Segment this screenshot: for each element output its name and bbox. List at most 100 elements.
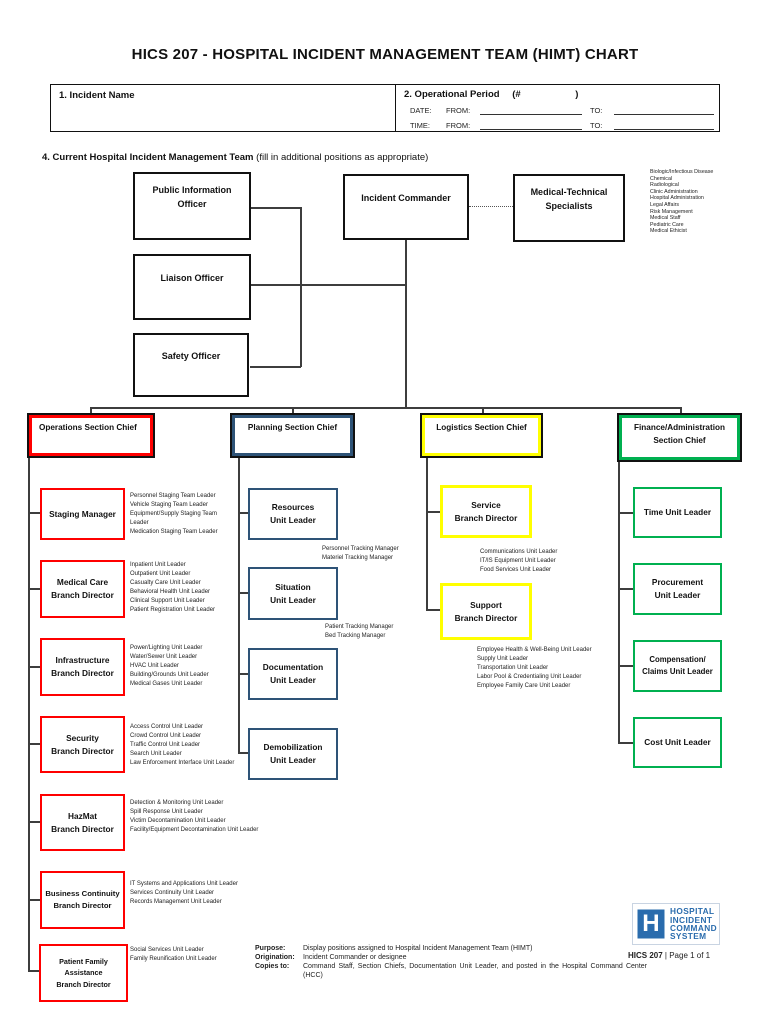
unit-list-item: Crowd Control Unit Leader (130, 733, 202, 739)
incident-name-cell[interactable]: 1. Incident Name (51, 85, 396, 131)
org-box-incident-commander: Incident Commander (343, 174, 469, 240)
connector-line (426, 458, 428, 611)
org-box-label: Logistics Section Chief (436, 423, 527, 432)
hics-logo: H HOSPITAL INCIDENT COMMAND SYSTEM (632, 903, 720, 945)
unit-list-item: Medical Staff (650, 215, 681, 222)
org-box-planning-section-chief: Planning Section Chief (230, 413, 355, 458)
connector-line (618, 742, 633, 744)
unit-list-item: Radiological (650, 182, 679, 189)
org-box-label: Unit Leader (654, 590, 701, 600)
unit-list-item: Clinic Administration (650, 188, 698, 195)
unit-list-item: Outpatient Unit Leader (130, 571, 191, 577)
unit-list-item: Pediatric Care (650, 221, 684, 228)
hics-logo-h-icon: H (635, 907, 667, 941)
org-box-inner-border: Logistics Section Chief (422, 415, 541, 456)
connector-line (28, 588, 40, 590)
section-4-heading-note: (fill in additional positions as appropr… (253, 152, 429, 163)
org-box-label: Section Chief (653, 435, 706, 445)
unit-list-item: Supply Unit Leader (477, 656, 529, 662)
unit-list-item: Law Enforcement Interface Unit Leader (130, 760, 235, 766)
org-box-label: Unit Leader (270, 755, 316, 765)
org-box-label: Incident Commander (361, 193, 451, 204)
origination-text: Incident Commander or designee (303, 954, 407, 961)
org-box-label: Public Information (152, 185, 232, 196)
connector-line (238, 458, 240, 754)
org-box-label: Procurement (651, 577, 704, 588)
org-box-label: Patient Family Assistance (59, 957, 108, 978)
unit-list-item: HVAC Unit Leader (130, 663, 179, 669)
unit-list-item: Records Management Unit Leader (130, 899, 222, 905)
unit-list-item: Legal Affairs (650, 201, 680, 208)
org-box-label: Branch Director (56, 979, 111, 989)
page-title: HICS 207 - HOSPITAL INCIDENT MANAGEMENT … (131, 46, 639, 63)
org-box-label: Time Unit Leader (643, 507, 712, 518)
unit-list-item: Inpatient Unit Leader (130, 562, 186, 568)
org-box-label: Claims Unit Leader (642, 667, 713, 676)
org-box-label: Branch Director (454, 612, 518, 623)
org-box-label: Situation (275, 581, 311, 592)
org-box-label: Business Continuity (45, 889, 120, 899)
connector-line (90, 407, 92, 414)
connector-line (238, 673, 248, 675)
date-to-field[interactable] (614, 107, 714, 115)
unit-list-item: Chemical (650, 175, 673, 182)
connector-line (251, 207, 301, 209)
org-box-label: Security (66, 732, 99, 743)
connector-line (300, 207, 302, 367)
org-box-label: Branch Director (51, 668, 114, 678)
copies-to-text: Command Staff, Section Chiefs, Documenta… (303, 963, 647, 979)
unit-list-item: Water/Sewer Unit Leader (130, 654, 198, 660)
org-box-label: Medical-Technical (530, 187, 608, 198)
unit-list-item: Medication Staging Team Leader (130, 529, 218, 535)
unit-list-item: Food Services Unit Leader (480, 567, 552, 573)
org-box-label: HazMat (67, 810, 98, 821)
unit-list-item: Behavioral Health Unit Leader (130, 589, 211, 595)
time-to-field[interactable] (614, 122, 714, 130)
connector-line (292, 407, 294, 414)
unit-list-item: Power/Lighting Unit Leader (130, 645, 203, 651)
org-box-label: Operations Section Chief (39, 423, 137, 432)
time-from-field[interactable] (480, 122, 582, 130)
connector-line (238, 592, 248, 594)
unit-list-item: Transportation Unit Leader (477, 665, 549, 671)
unit-list-item: Search Unit Leader (130, 751, 182, 757)
connector-line (405, 240, 407, 409)
unit-list-item: Patient Registration Unit Leader (130, 607, 216, 613)
unit-list-item: Leader (130, 520, 149, 526)
date-to-label: TO: (590, 106, 603, 115)
connector-line (426, 511, 440, 513)
unit-list-item: Personnel Tracking Manager (322, 546, 399, 552)
date-from-field[interactable] (480, 107, 582, 115)
org-box-time-unit-leader: Time Unit Leader (633, 487, 722, 538)
org-box-label: Liaison Officer (160, 273, 224, 284)
date-from-label: FROM: (446, 106, 471, 115)
unit-list-item: Victim Decontamination Unit Leader (130, 818, 226, 824)
org-box-safety-officer: Safety Officer (133, 333, 249, 397)
section-4-heading-bold: 4. Current Hospital Incident Management … (42, 152, 254, 163)
org-box-inner-border: Operations Section Chief (29, 415, 153, 456)
org-box-label: Unit Leader (270, 675, 316, 685)
unit-list-item: Employee Family Care Unit Leader (477, 683, 571, 689)
org-box-inner-border: Planning Section Chief (232, 415, 353, 456)
connector-line (28, 743, 40, 745)
unit-list-item: Hospital Administration (650, 195, 704, 202)
org-box-label: Resources (271, 502, 315, 513)
hics-logo-word: HOSPITAL (669, 906, 715, 917)
copies-to-label: Copies to: (255, 963, 290, 970)
org-box-label: Infrastructure (55, 655, 110, 666)
unit-list-item: Traffic Control Unit Leader (130, 742, 201, 748)
